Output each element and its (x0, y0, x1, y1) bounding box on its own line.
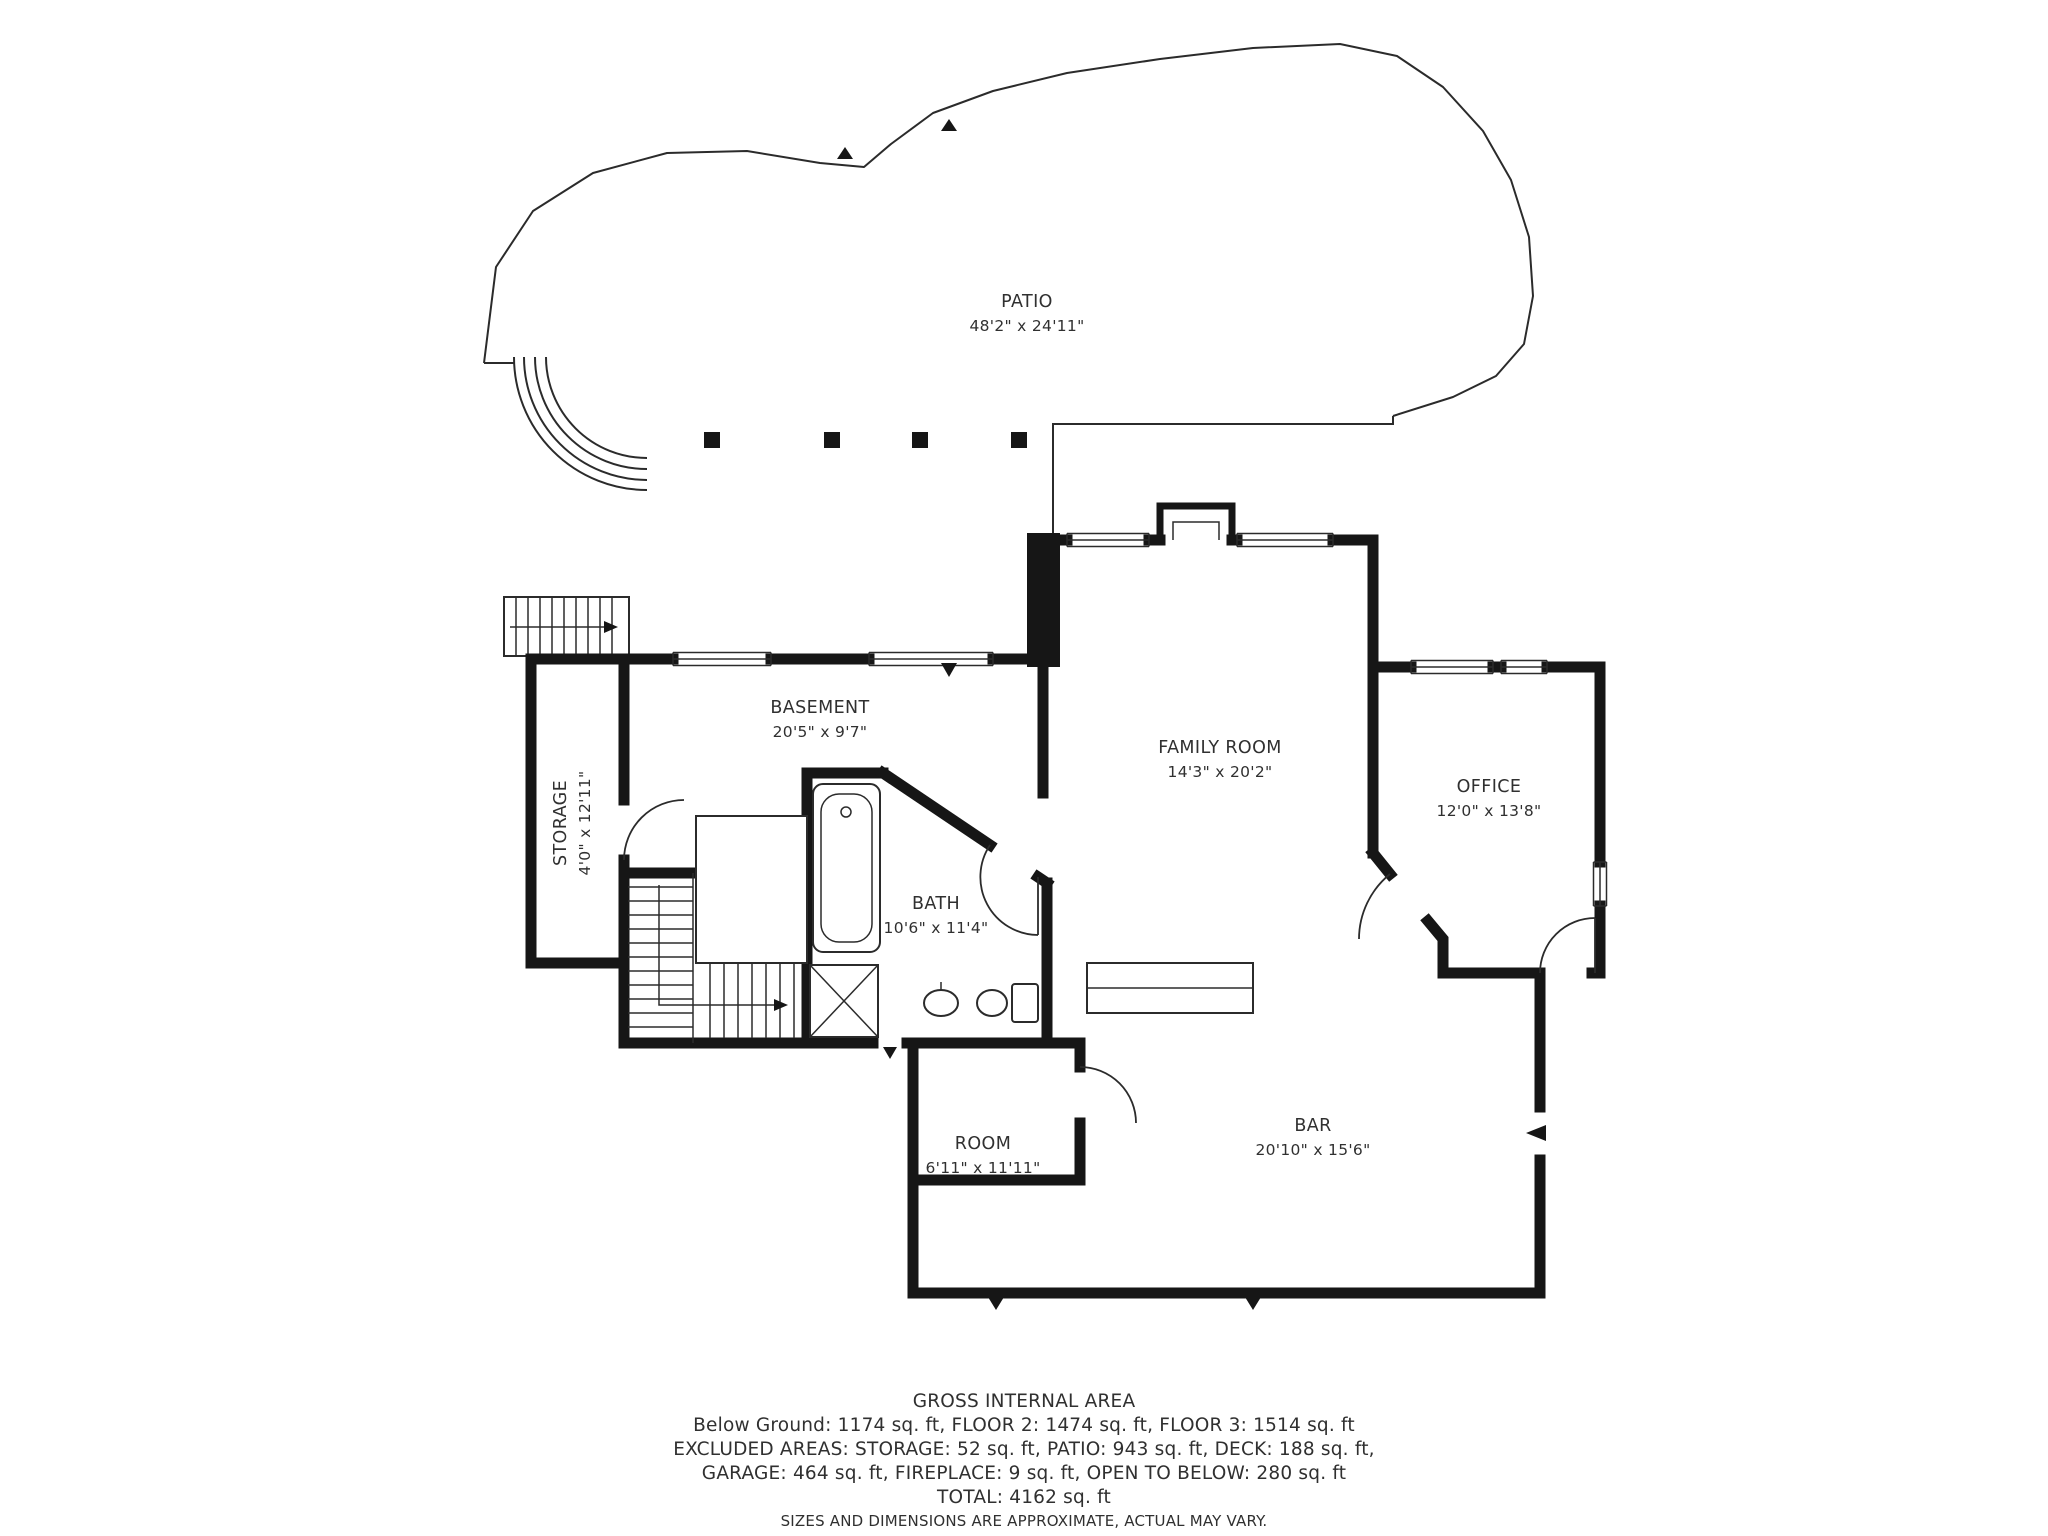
stair-treads-horizontal-flight (696, 962, 807, 1038)
shower-x2 (809, 964, 879, 1038)
stair-landing (695, 815, 808, 964)
room-label-basement: BASEMENT (770, 698, 869, 718)
patio-outline (483, 43, 1534, 417)
room-labels: PATIO 48'2" x 24'11" BASEMENT 20'5" x 9'… (551, 292, 1541, 1177)
entry-arrow-bar-right (1526, 1125, 1546, 1141)
door-arc-room (1079, 1066, 1137, 1124)
footer: GROSS INTERNAL AREA Below Ground: 1174 s… (673, 1391, 1375, 1530)
patio-edge-arrows (837, 119, 957, 159)
room-dims-basement: 20'5" x 9'7" (773, 723, 868, 741)
room-label-office: OFFICE (1457, 777, 1522, 797)
fixtures (809, 783, 1254, 1038)
room-dims-room: 6'11" x 11'11" (925, 1159, 1040, 1177)
entry-arrow-hall (883, 1047, 897, 1059)
entry-arrow-bar-bottom-2 (1245, 1297, 1261, 1310)
sink (923, 989, 959, 1017)
room-dims-family-room: 14'3" x 20'2" (1168, 763, 1273, 781)
room-label-family-room: FAMILY ROOM (1158, 738, 1282, 758)
door-arc-bath (979, 844, 1039, 936)
window-office-right (1592, 861, 1608, 907)
fireplace-inner (1172, 521, 1220, 540)
walls (525, 502, 1606, 1299)
entry-arrow-bar-bottom-1 (988, 1297, 1004, 1310)
interior-stairs (628, 815, 808, 1043)
room-dims-patio: 48'2" x 24'11" (969, 317, 1084, 335)
footer-disclaimer: SIZES AND DIMENSIONS ARE APPROXIMATE, AC… (781, 1512, 1268, 1530)
bathtub (812, 783, 881, 953)
door-arc-office-right (1539, 917, 1596, 974)
room-dims-bath: 10'6" x 11'4" (884, 919, 989, 937)
window-family-2 (1236, 532, 1334, 548)
room-label-storage: STORAGE (551, 780, 571, 866)
toilet-bowl (976, 989, 1008, 1017)
bathtub-inner (820, 793, 873, 943)
footer-areas-line1: Below Ground: 1174 sq. ft, FLOOR 2: 1474… (693, 1415, 1355, 1436)
curved-steps (513, 356, 648, 491)
stair-treads-vertical-flight (628, 886, 693, 1028)
footer-areas-line3: GARAGE: 464 sq. ft, FIREPLACE: 9 sq. ft,… (702, 1463, 1346, 1484)
footer-areas-line2: EXCLUDED AREAS: STORAGE: 52 sq. ft, PATI… (673, 1439, 1375, 1460)
window-office-2 (1500, 659, 1548, 675)
deck-edge (1052, 416, 1394, 534)
window-office-1 (1410, 659, 1494, 675)
windows (672, 532, 1608, 907)
fireplace (1156, 502, 1236, 544)
door-arc-office-left (1358, 873, 1391, 940)
room-dims-office: 12'0" x 13'8" (1437, 802, 1542, 820)
room-dims-bar: 20'10" x 15'6" (1255, 1141, 1370, 1159)
patio-posts (704, 432, 1027, 448)
room-label-bath: BATH (912, 894, 960, 914)
corner-wall-mass (1027, 533, 1060, 667)
stair-arrow-head (774, 999, 788, 1011)
exterior-steps (503, 596, 630, 657)
door-arc-storage (623, 799, 685, 861)
exterior-steps-arrow-head (604, 621, 618, 633)
entry-arrow-basement (941, 663, 957, 677)
toilet-tank (1011, 983, 1039, 1023)
room-label-room: ROOM (955, 1134, 1011, 1154)
footer-total: TOTAL: 4162 sq. ft (936, 1487, 1111, 1508)
patio-area (483, 43, 1534, 534)
window-family-1 (1066, 532, 1150, 548)
room-label-bar: BAR (1294, 1116, 1331, 1136)
doors (623, 799, 1596, 1124)
window-basement-1 (672, 651, 772, 667)
window-basement-2 (868, 651, 994, 667)
room-dims-storage: 4'0" x 12'11" (576, 771, 594, 876)
bathtub-drain (840, 806, 852, 818)
room-label-patio: PATIO (1001, 292, 1053, 312)
entry-markers (883, 663, 1546, 1310)
stair-direction-arrow (658, 885, 778, 1006)
footer-heading: GROSS INTERNAL AREA (913, 1391, 1136, 1412)
